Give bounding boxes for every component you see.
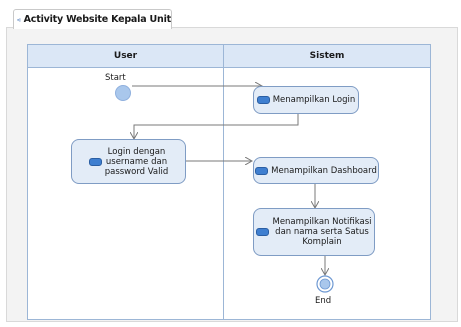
start-node[interactable]: [115, 85, 131, 101]
action-label: Menampilkan Notifikasi dan nama serta Sa…: [272, 217, 372, 247]
end-label: End: [315, 296, 332, 306]
lane-header-user[interactable]: User: [27, 44, 224, 68]
action-tampil-dashboard[interactable]: Menampilkan Dashboard: [253, 157, 379, 184]
action-label: Menampilkan Dashboard: [271, 165, 377, 176]
end-node-core: [319, 278, 331, 290]
action-icon: [255, 166, 269, 175]
diagram-tab[interactable]: Activity Website Kepala Unit: [13, 9, 172, 29]
activity-diagram-icon: [17, 17, 21, 22]
action-icon: [256, 96, 270, 104]
flow-login-screen-to-login: [134, 114, 299, 139]
action-icon: [256, 228, 270, 236]
action-tampil-notifikasi[interactable]: Menampilkan Notifikasi dan nama serta Sa…: [253, 208, 375, 256]
action-label: Login dengan username dan password Valid: [104, 146, 169, 177]
tab-title: Activity Website Kepala Unit: [23, 14, 172, 25]
lane-divider: [223, 44, 224, 320]
action-label: Menampilkan Login: [272, 95, 356, 105]
action-tampil-login[interactable]: Menampilkan Login: [253, 86, 359, 114]
action-icon: [88, 157, 102, 166]
start-label: Start: [105, 73, 126, 83]
action-login[interactable]: Login dengan username dan password Valid: [71, 139, 186, 184]
